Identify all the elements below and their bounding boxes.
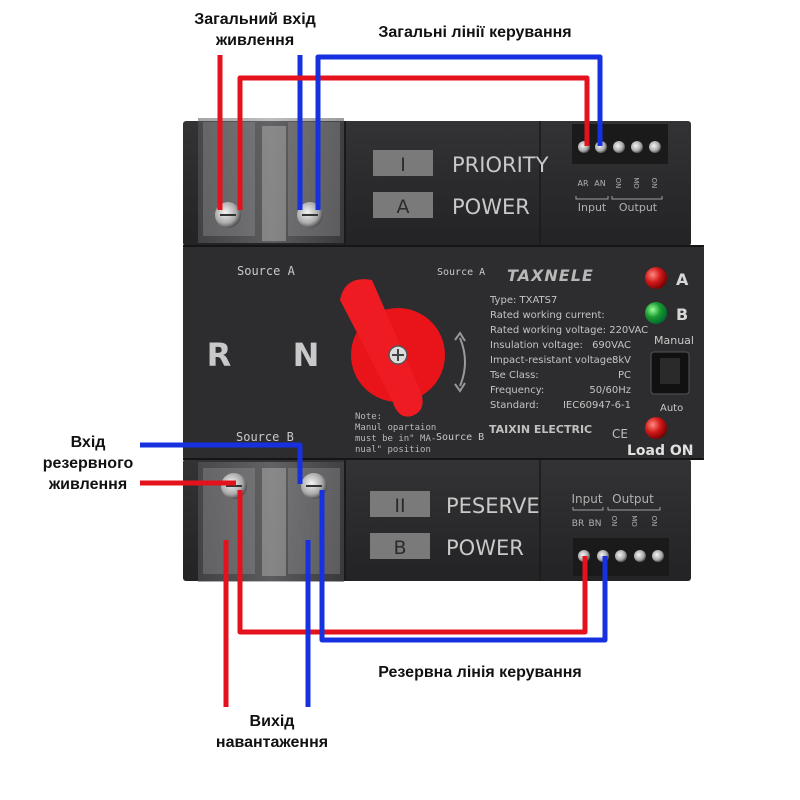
top-terminal-label-1: AR <box>577 179 588 188</box>
spec-label: Rated working current: <box>490 310 605 321</box>
spec-label: Insulation voltage: <box>490 340 583 351</box>
main-input-annotation: Загальний вхід живлення <box>194 11 316 49</box>
top-terminal-label-2: AN <box>594 179 605 188</box>
power-terminal-screws <box>215 202 327 499</box>
bottom-terminal-label-3: ON <box>610 516 618 527</box>
phase-r-label: R <box>207 336 232 374</box>
spec-value: 50/60Hz <box>589 385 631 396</box>
ce-mark: CE <box>612 427 628 441</box>
spec-value: IEC60947-6-1 <box>563 400 631 411</box>
rotation-arrow-icon <box>454 331 466 393</box>
led-b-indicator <box>645 302 667 324</box>
spec-label: Type: TXATS7 <box>489 295 557 306</box>
spec-label: Impact-resistant voltage: <box>490 355 616 366</box>
svg-text:must be in" MA-: must be in" MA- <box>355 434 436 444</box>
led-a-label: A <box>676 270 689 289</box>
power-a-label: POWER <box>452 195 530 219</box>
led-b-label: B <box>676 305 688 324</box>
spec-value: PC <box>618 370 631 381</box>
spec-label: Frequency: <box>490 385 544 396</box>
priority-indicator: I PRIORITY <box>373 150 549 177</box>
source-a-right-label: Source A <box>437 267 485 278</box>
reserve-label: PESERVE <box>446 494 540 518</box>
bottom-input-title: Input <box>571 492 602 506</box>
bottom-terminal-label-5: ON <box>650 516 658 527</box>
source-a-left-label: Source A <box>237 264 296 278</box>
spec-label: Rated working voltage: 220VAC <box>490 325 648 336</box>
bottom-terminal-label-4: MO <box>630 515 638 527</box>
bottom-terminal-label-1: BR <box>572 519 584 529</box>
top-terminal-label-4: MO <box>632 177 640 189</box>
spec-value: 8kV <box>612 355 631 366</box>
source-b-left-label: Source B <box>236 430 294 444</box>
reserve-code: II <box>394 495 405 517</box>
manual-operation-note: Note: Manul opartaion must be in" MA- nu… <box>355 412 436 455</box>
svg-text:Note:: Note: <box>355 412 382 422</box>
bottom-output-title: Output <box>612 492 654 506</box>
wiring <box>140 54 608 707</box>
manual-rotary-handle[interactable] <box>340 279 445 417</box>
backup-control-annotation: Резервна лінія керування <box>378 664 582 681</box>
main-control-r-wire <box>237 75 590 210</box>
led-a-indicator <box>645 267 667 289</box>
reserve-indicator: II PESERVE <box>370 491 540 518</box>
phase-n-label: N <box>293 336 320 374</box>
main-control-n-wire <box>315 54 603 210</box>
backup-control-n-wire <box>319 490 608 643</box>
svg-text:Manul opartaion: Manul opartaion <box>355 423 436 433</box>
power-a-indicator: A POWER <box>373 192 530 219</box>
backup-input-annotation: Вхід резервного живлення <box>42 434 134 493</box>
main-control-annotation: Загальні лінії керування <box>378 24 572 41</box>
spec-label: Standard: <box>490 400 539 411</box>
power-b-code: B <box>393 537 406 559</box>
backup-control-r-wire <box>237 490 588 635</box>
spec-label: Tse Class: <box>489 370 539 381</box>
manual-label: Manual <box>654 334 694 347</box>
power-b-label: POWER <box>446 536 524 560</box>
backup-input-n-wire <box>140 442 303 484</box>
priority-code: I <box>400 154 406 176</box>
svg-text:nual" position: nual" position <box>355 445 431 455</box>
load-on-label: Load ON <box>627 443 694 459</box>
brand-logo: TAXNELE <box>507 266 594 285</box>
bottom-control-terminal-block: Input Output BR BN ON MO ON <box>571 492 669 576</box>
priority-label: PRIORITY <box>452 153 549 177</box>
load-on-indicator <box>645 417 667 439</box>
manual-auto-switch[interactable] <box>650 351 690 395</box>
auto-label: Auto <box>660 403 683 414</box>
bottom-terminal-label-2: BN <box>589 519 602 529</box>
source-b-right-label: Source B <box>436 432 484 443</box>
maker-label: TAIXIN ELECTRIC <box>489 423 592 436</box>
load-output-annotation: Вихід навантаження <box>215 713 329 751</box>
spec-value: 690VAC <box>592 340 631 351</box>
top-output-title: Output <box>619 201 658 214</box>
top-terminal-label-3: ON <box>614 178 622 189</box>
power-b-indicator: B POWER <box>370 533 524 560</box>
power-a-code: A <box>397 196 410 218</box>
top-input-title: Input <box>578 201 607 214</box>
top-terminal-label-5: ON <box>650 178 658 189</box>
